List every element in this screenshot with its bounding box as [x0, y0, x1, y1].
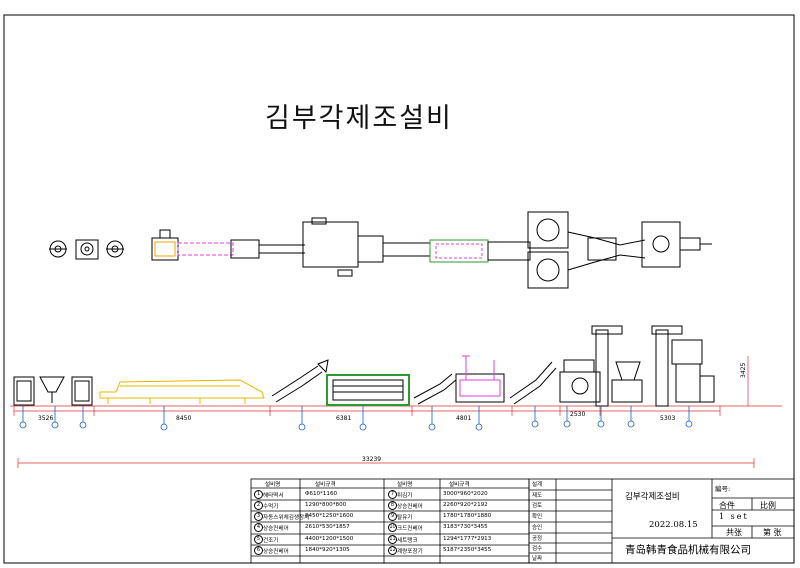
col-header-name-right: 설비명 — [397, 482, 413, 488]
equipment-name: 자동스위체김생장치 — [263, 515, 310, 521]
title-block-total-sheets: 共张 — [726, 528, 742, 537]
plan-unit-mixer — [75, 239, 99, 260]
col-header-name-left: 설비명 — [265, 482, 281, 488]
row-number: 11 — [388, 535, 397, 544]
plan-unit-round-1 — [49, 240, 67, 258]
drawing-title: 김부각제조설비 — [265, 103, 453, 134]
equipment-name: 세트탱크 — [397, 538, 418, 544]
equipment-name: 탈유기 — [397, 515, 413, 521]
plan-dryer — [429, 239, 531, 263]
title-block-number-label: 編号: — [715, 485, 731, 493]
title-block-label: 설계 — [532, 482, 543, 488]
equipment-name: 수먹기 — [263, 504, 279, 510]
equipment-name: 해타떡서 — [263, 493, 284, 499]
title-block-label: 공정 — [532, 536, 543, 542]
row-number: 8 — [388, 501, 397, 510]
title-block-label: 제도 — [532, 493, 543, 499]
title-block-date: 2022.08.15 — [649, 520, 698, 530]
dim-total: 33239 — [362, 456, 381, 463]
title-block-company: 青岛韩青食品机械有限公司 — [625, 544, 751, 556]
equipment-hopper-2 — [71, 376, 93, 406]
callouts — [19, 406, 693, 431]
dim-4801: 4801 — [456, 415, 471, 422]
dim-2530: 2530 — [570, 411, 585, 418]
equipment-spec: 3183*730*3455 — [443, 524, 488, 530]
row-number: 5 — [254, 535, 263, 544]
dim-height: 3425 — [740, 363, 747, 378]
dim-3526: 3526 — [38, 415, 53, 422]
equipment-dryer — [326, 374, 410, 406]
dim-8450: 8450 — [176, 415, 191, 422]
equipment-spec: 1780*1780*1880 — [443, 513, 492, 519]
title-block-combine-label: 合件 — [719, 501, 735, 510]
row-number: 6 — [254, 546, 263, 555]
equipment-name: 건조기 — [263, 538, 279, 544]
title-block-label: 승인 — [532, 525, 543, 531]
equipment-spec: 1840*920*1305 — [305, 547, 350, 553]
plan-view — [49, 211, 712, 289]
equipment-name: 계량포장기 — [397, 549, 423, 555]
equipment-spec: 1290*800*800 — [305, 502, 347, 508]
equipment-spec: 8450*1250*1600 — [305, 513, 354, 519]
title-block-ratio-label: 比例 — [760, 501, 776, 510]
row-number: 10 — [388, 523, 397, 532]
equipment-incline-conveyor-3 — [509, 361, 557, 405]
equipment-hopper-1 — [13, 376, 35, 406]
plan-unit-round-2 — [106, 240, 124, 258]
row-number: 9 — [388, 512, 397, 521]
equipment-name: 크드컨베어 — [397, 526, 423, 532]
title-block-label: 확인 — [532, 514, 543, 520]
title-block — [528, 478, 795, 564]
title-block-sheet: 第 张 — [763, 528, 782, 537]
equipment-deoiler — [559, 359, 601, 403]
equipment-spec: 3000*960*2020 — [443, 491, 488, 497]
equipment-spec: 5187*2350*3455 — [443, 547, 492, 553]
equipment-name: 상승컨베어 — [397, 504, 423, 510]
elevation-view: 3526 8450 6381 4801 2530 5303 33239 3425 — [10, 325, 782, 468]
equipment-spec: 1294*1777*2913 — [443, 536, 492, 542]
equipment-mixer — [39, 376, 65, 403]
row-number: 4 — [254, 523, 263, 532]
title-block-label: 검토 — [532, 503, 543, 509]
row-number: 12 — [388, 546, 397, 555]
plan-packer — [641, 221, 712, 268]
title-block-drawing-name: 김부각제조설비 — [625, 492, 680, 502]
equipment-packer — [651, 325, 715, 407]
equipment-elevator — [591, 325, 643, 407]
row-number: 3 — [254, 512, 263, 521]
title-block-quantity: 1 set — [719, 512, 749, 521]
equipment-fryer — [455, 355, 505, 403]
col-header-spec-right: 설비규격 — [449, 482, 470, 488]
equipment-name: 상승컨베어 — [263, 549, 289, 555]
equipment-spec: Φ610*1160 — [305, 491, 338, 497]
title-block-label: 날짜 — [532, 556, 543, 562]
equipment-table — [250, 478, 530, 564]
row-number: 2 — [254, 501, 263, 510]
plan-conveyor — [259, 217, 430, 277]
equipment-spec: 2260*920*2192 — [443, 502, 488, 508]
row-number: 7 — [388, 490, 397, 499]
title-block-label: 검수 — [532, 546, 543, 552]
dimension-row — [13, 356, 755, 468]
equipment-incline-conveyor-2 — [413, 373, 457, 405]
plan-deoiler — [527, 211, 646, 289]
equipment-coating-line — [99, 379, 265, 404]
plan-coating-machine — [151, 229, 260, 261]
equipment-name: 상승컨베어 — [263, 526, 289, 532]
equipment-spec: 2610*530*1857 — [305, 524, 350, 530]
equipment-incline-conveyor-1 — [271, 359, 329, 403]
equipment-spec: 4400*1200*1500 — [305, 536, 354, 542]
row-number: 1 — [254, 490, 263, 499]
dim-5303: 5303 — [660, 415, 675, 422]
col-header-spec-left: 설비규격 — [315, 482, 336, 488]
dim-6381: 6381 — [336, 415, 351, 422]
equipment-name: 튀김기 — [397, 493, 413, 499]
